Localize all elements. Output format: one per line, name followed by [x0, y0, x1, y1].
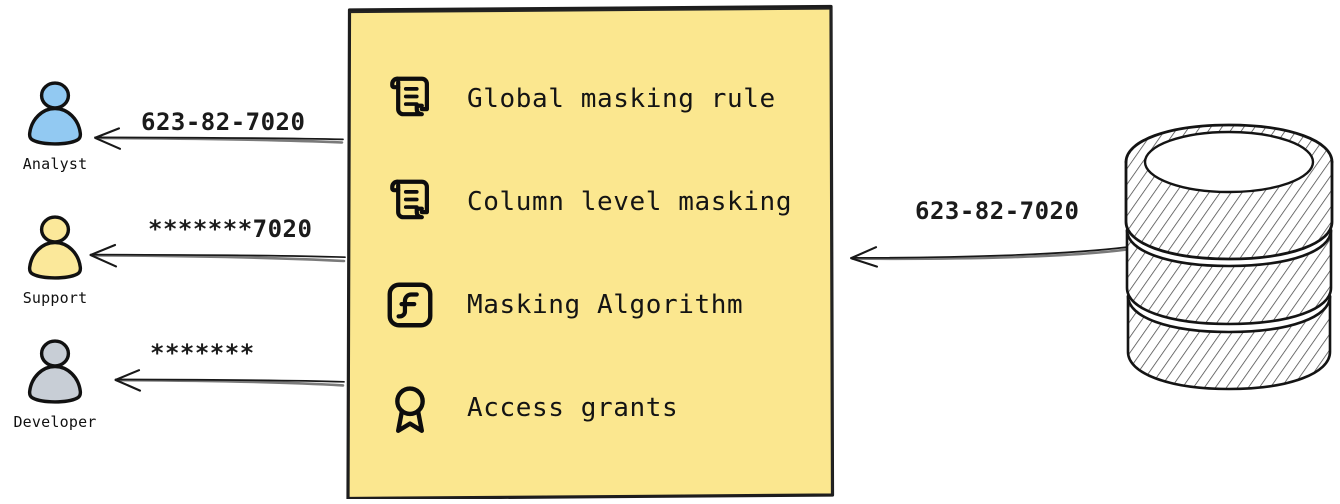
user-avatar-icon [27, 81, 83, 146]
database-cylinder-icon [1124, 123, 1334, 391]
scroll-document-icon [390, 179, 429, 219]
function-box-icon [387, 282, 433, 327]
avatar-body [27, 364, 83, 404]
award-ribbon-icon [395, 385, 425, 433]
avatar-head [39, 81, 71, 110]
policy-row-masking-algorithm[interactable]: Masking Algorithm [345, 253, 835, 356]
policy-row-list: Global masking rule Column level masking [345, 3, 835, 499]
avatar-body [27, 240, 83, 280]
user-avatar-icon [27, 339, 83, 404]
flow-label-database: 623-82-7020 [915, 197, 1080, 225]
persona-developer: Developer [0, 336, 110, 430]
policy-row-label: Access grants [467, 392, 679, 423]
arrow-left-icon-database [850, 246, 1129, 268]
flow-label-analyst: 623-82-7020 [141, 108, 306, 136]
user-avatar-icon [27, 215, 83, 280]
policy-panel-background [346, 4, 835, 499]
flow-label-developer: ******* [150, 339, 255, 367]
flow-label-support: *******7020 [148, 215, 313, 243]
database-disc-top [1124, 123, 1334, 261]
policy-row-access-grants[interactable]: Access grants [345, 356, 835, 459]
persona-label: Analyst [22, 155, 88, 173]
arrow-left-icon-developer [114, 369, 345, 392]
persona-label: Developer [13, 413, 97, 431]
persona-support: Support [0, 212, 110, 306]
persona-label: Support [22, 289, 88, 307]
policy-panel: Global masking rule Column level masking [345, 3, 835, 499]
scroll-document-icon [390, 76, 429, 116]
policy-row-label: Masking Algorithm [467, 289, 744, 320]
source-database [1118, 118, 1340, 398]
policy-row-column-level-masking[interactable]: Column level masking [345, 150, 835, 253]
avatar-head [39, 215, 71, 244]
policy-row-global-masking-rule[interactable]: Global masking rule [345, 47, 835, 150]
arrow-left-icon-support [89, 243, 346, 268]
persona-analyst: Analyst [0, 78, 110, 172]
policy-row-label: Global masking rule [467, 83, 776, 114]
arrow-left-icon-analyst [94, 127, 344, 150]
avatar-body [27, 106, 83, 146]
policy-row-label: Column level masking [467, 186, 793, 217]
avatar-head [39, 339, 71, 368]
